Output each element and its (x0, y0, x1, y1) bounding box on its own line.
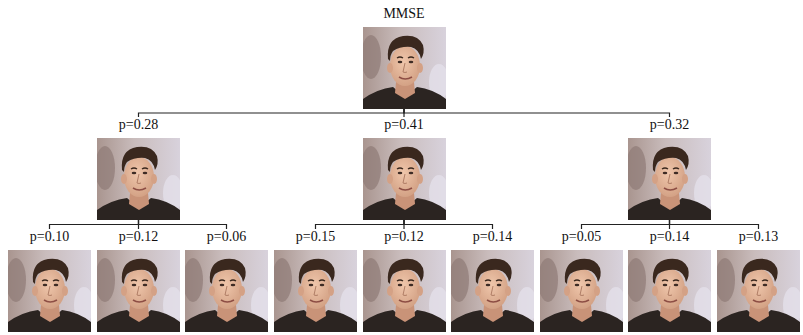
tree-branch (316, 220, 405, 229)
probability-label: p=0.41 (384, 117, 423, 133)
sample-node: p=0.13 (717, 229, 800, 332)
tree-branch (139, 109, 405, 117)
column-title: MMSE (383, 6, 424, 22)
sample-node: p=0.06 (185, 229, 268, 332)
face-image (628, 250, 711, 332)
probability-label: p=0.32 (650, 117, 689, 133)
probability-label: p=0.14 (473, 229, 512, 245)
face-image (540, 250, 623, 332)
face-image (363, 250, 446, 332)
face-image (363, 138, 446, 220)
face-image (451, 250, 534, 332)
sample-node: p=0.14 (451, 229, 534, 332)
tree-branch (50, 220, 139, 229)
sample-node: p=0.15 (274, 229, 357, 332)
face-image (97, 250, 180, 332)
face-image (363, 27, 446, 109)
sample-node: p=0.14 (628, 229, 711, 332)
sample-node: p=0.12 (363, 229, 446, 332)
face-illustration (628, 138, 711, 220)
probability-label: p=0.05 (562, 229, 601, 245)
sample-node: p=0.32 (628, 117, 711, 220)
sample-node: p=0.28 (97, 117, 180, 220)
face-image (274, 250, 357, 332)
probability-label: p=0.12 (384, 229, 423, 245)
sample-node: p=0.12 (97, 229, 180, 332)
tree-branch (670, 220, 759, 229)
face-illustration (97, 138, 180, 220)
tree-branch (582, 220, 670, 229)
face-illustration (8, 250, 91, 332)
face-image (8, 250, 91, 332)
face-illustration (628, 250, 711, 332)
sample-node: p=0.41 (363, 117, 446, 220)
face-illustration (363, 27, 446, 109)
tree-branch (404, 109, 670, 117)
face-image (628, 138, 711, 220)
probability-label: p=0.14 (650, 229, 689, 245)
probability-label: p=0.28 (119, 117, 158, 133)
face-illustration (717, 250, 800, 332)
face-image (97, 138, 180, 220)
probability-label: p=0.13 (739, 229, 778, 245)
face-illustration (363, 250, 446, 332)
face-illustration (363, 138, 446, 220)
sample-node: p=0.05 (540, 229, 623, 332)
tree-branch (404, 220, 493, 229)
sample-node: p=0.10 (8, 229, 91, 332)
probability-label: p=0.12 (119, 229, 158, 245)
face-image (717, 250, 800, 332)
probability-label: p=0.06 (207, 229, 246, 245)
face-illustration (540, 250, 623, 332)
face-image (185, 250, 268, 332)
face-illustration (185, 250, 268, 332)
sample-node: MMSE (363, 6, 446, 109)
face-illustration (97, 250, 180, 332)
tree-branch (139, 220, 227, 229)
probability-label: p=0.10 (30, 229, 69, 245)
face-illustration (451, 250, 534, 332)
face-illustration (274, 250, 357, 332)
probability-label: p=0.15 (296, 229, 335, 245)
